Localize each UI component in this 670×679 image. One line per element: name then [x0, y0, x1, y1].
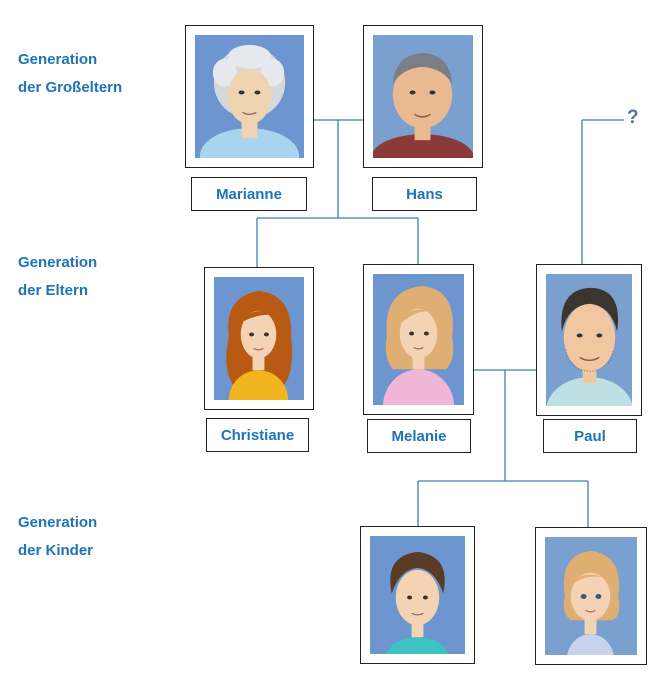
paul-portrait: [546, 274, 632, 406]
christiane-portrait: [214, 277, 304, 400]
hans-portrait-frame: [363, 25, 483, 168]
melanie-portrait-frame: [363, 264, 474, 415]
generation-grandparents-label: Generation der Großeltern: [18, 46, 122, 102]
marianne-portrait: [195, 35, 304, 158]
unknown-parents-marker: ?: [627, 107, 639, 128]
son-portrait-frame: [360, 526, 475, 664]
melanie-name-box: Melanie: [367, 419, 471, 453]
generation-children-label: Generation der Kinder: [18, 509, 97, 565]
marianne-name-box: Marianne: [191, 177, 307, 211]
generation-parents-line1: Generation: [18, 254, 98, 271]
melanie-portrait: [373, 274, 464, 405]
christiane-name-box: Christiane: [206, 418, 309, 452]
hans-name-box: Hans: [372, 177, 477, 211]
generation-children-line1: Generation: [18, 514, 98, 531]
daughter-portrait-frame: [535, 527, 647, 665]
daughter-portrait: [545, 537, 637, 655]
christiane-portrait-frame: [204, 267, 314, 410]
marianne-portrait-frame: [185, 25, 314, 168]
paul-name-box: Paul: [543, 419, 637, 453]
generation-children-line2: der Kinder: [18, 542, 94, 559]
son-portrait: [370, 536, 465, 654]
paul-portrait-frame: [536, 264, 642, 416]
generation-parents-label: Generation der Eltern: [18, 249, 97, 305]
generation-grandparents-line1: Generation: [18, 51, 98, 68]
generation-grandparents-line2: der Großeltern: [18, 79, 123, 96]
generation-parents-line2: der Eltern: [18, 282, 89, 299]
hans-portrait: [373, 35, 473, 158]
